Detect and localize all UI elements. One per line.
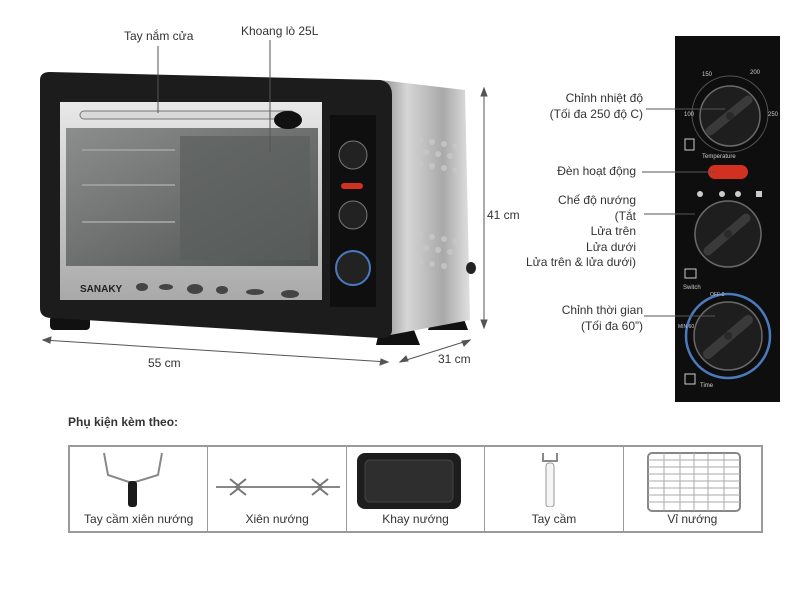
panel-leader-lines xyxy=(642,108,725,317)
mode-option-both: Lửa trên & lửa dưới) xyxy=(525,255,636,269)
temp-scale-100: 100 xyxy=(684,112,695,118)
depth-label: 31 cm xyxy=(438,352,471,366)
skewer-image xyxy=(216,478,341,496)
thermometer-icon xyxy=(684,138,695,151)
accessory-handle: Tay cầm xyxy=(485,447,624,531)
mode-option-bottom: Lửa dưới xyxy=(586,239,636,254)
wire-rack-image xyxy=(646,452,741,512)
oven-side-panel xyxy=(380,80,470,335)
accessory-name: Tay cầm xyxy=(531,512,577,526)
temperature-label: Chỉnh nhiệt độ (Tối đa 250 độ C) xyxy=(550,91,643,122)
mode-icons xyxy=(697,191,762,197)
accessory-wire-rack: Vỉ nướng xyxy=(624,447,761,531)
oven-illustration: SANAKY xyxy=(40,40,488,366)
indicator-label: Đèn hoạt động xyxy=(557,164,636,178)
baking-tray-image xyxy=(356,453,461,509)
temp-scale-200: 200 xyxy=(750,70,761,76)
door-handle[interactable] xyxy=(79,110,296,120)
rotisserie-handle-image xyxy=(103,452,163,507)
mode-knob[interactable] xyxy=(694,200,762,268)
chamber-label: Khoang lò 25L xyxy=(241,24,319,38)
oven-brand-logo: SANAKY xyxy=(80,284,123,295)
temperature-title: Chỉnh nhiệt độ xyxy=(565,91,643,105)
accessory-rotisserie-handle: Tay cầm xiên nướng xyxy=(70,447,209,531)
accessories-title: Phụ kiện kèm theo: xyxy=(68,415,179,429)
temperature-detail: (Tối đa 250 độ C) xyxy=(549,106,643,121)
accessory-baking-tray: Khay nướng xyxy=(347,447,486,531)
accessory-name: Xiên nướng xyxy=(245,512,309,526)
handle-image xyxy=(542,453,559,507)
timer-off-label: OFF-0 xyxy=(710,292,725,298)
control-panel-closeup: 100 150 200 250 Temperature Switch OFF-0… xyxy=(675,36,780,402)
accessory-name: Tay cầm xiên nướng xyxy=(84,512,194,526)
temperature-knob[interactable] xyxy=(691,75,769,153)
time-icon-label: Time xyxy=(700,383,714,389)
timer-label: Chỉnh thời gian (Tối đa 60”) xyxy=(562,303,643,334)
timer-knob[interactable] xyxy=(684,292,772,380)
mode-title: Chế độ nướng xyxy=(558,193,636,207)
accessory-name: Vỉ nướng xyxy=(667,512,718,526)
temperature-icon-label: Temperature xyxy=(702,154,736,160)
switch-icon-label: Switch xyxy=(683,285,701,291)
temp-scale-150: 150 xyxy=(702,72,713,78)
height-label: 41 cm xyxy=(487,208,520,222)
accessory-skewer: Xiên nướng xyxy=(208,447,347,531)
dimension-lines xyxy=(41,40,488,366)
temp-scale-250: 250 xyxy=(768,112,779,118)
timer-title: Chỉnh thời gian xyxy=(561,303,643,317)
food-icons xyxy=(136,283,299,298)
width-label: 55 cm xyxy=(148,356,181,370)
mode-label: Chế độ nướng (Tắt Lửa trên Lửa dưới Lửa … xyxy=(526,193,636,271)
timer-detail: (Tối đa 60”) xyxy=(580,318,643,333)
timer-icon xyxy=(684,373,696,385)
switch-icon xyxy=(684,268,697,279)
accessories-table: Tay cầm xiên nướng Xiên nướng Khay nướng… xyxy=(68,445,763,533)
indicator-lamp xyxy=(708,165,748,179)
accessory-name: Khay nướng xyxy=(382,512,449,526)
mode-option-top: Lửa trên xyxy=(590,224,636,238)
timer-max-label: MIN 60 xyxy=(678,324,694,330)
mode-option-off: (Tắt xyxy=(614,208,636,223)
handle-label: Tay nắm cửa xyxy=(124,29,194,43)
